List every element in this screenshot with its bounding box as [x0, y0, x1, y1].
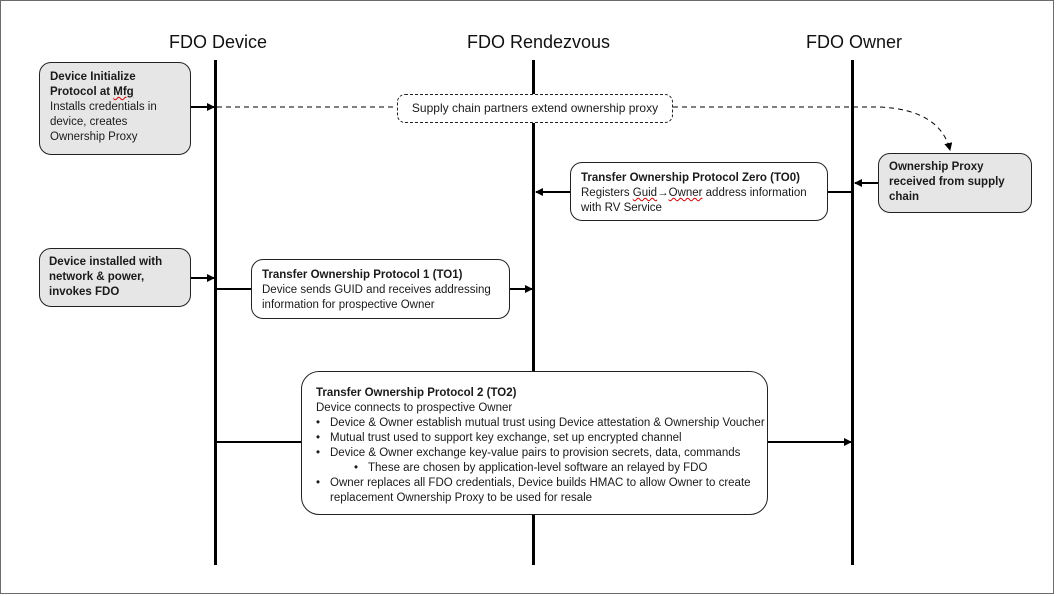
device-initialize-box: Device Initialize Protocol at Mfg Instal…	[39, 62, 191, 155]
to1-line2: information for prospective Owner	[262, 299, 435, 311]
lane-title-device: FDO Device	[169, 32, 268, 52]
proxy-line2: received from supply	[889, 176, 1005, 188]
to2-bullet-3: Device & Owner exchange key-value pairs …	[316, 446, 767, 461]
proxy-line3: chain	[889, 191, 920, 203]
to0-box: Transfer Ownership Protocol Zero (TO0) R…	[570, 162, 828, 221]
to2-intro: Device connects to prospective Owner	[316, 402, 513, 414]
ownership-proxy-received-box: Ownership Proxy received from supply cha…	[878, 153, 1032, 213]
to0-line1: Registers Guid→Owner address information	[581, 186, 827, 201]
supply-chain-box: Supply chain partners extend ownership p…	[397, 94, 673, 123]
di-body-line2: device, creates	[50, 116, 128, 128]
proxy-line1: Ownership Proxy	[889, 161, 984, 173]
lifeline-owner	[851, 60, 854, 565]
to0-arrow-glyph: →	[657, 187, 669, 199]
device-initialize-title-line2: Protocol at Mfg	[50, 85, 190, 100]
di-title-mfg: Mfg	[113, 86, 134, 98]
to2-bullet-4-line2: replacement Ownership Proxy to be used f…	[330, 492, 593, 504]
di-title-prefix: Protocol at	[50, 86, 114, 98]
device-initialize-title-line1: Device Initialize	[50, 71, 136, 83]
to2-bullet-1: Device & Owner establish mutual trust us…	[316, 416, 767, 431]
to0-prefix: Registers	[581, 187, 633, 199]
to2-sub-bullet: These are chosen by application-level so…	[316, 461, 767, 476]
to0-owner: Owner	[668, 187, 703, 199]
to0-line2: with RV Service	[581, 202, 662, 214]
lane-title-rendezvous: FDO Rendezvous	[467, 32, 611, 52]
to2-bullet-list: Device & Owner establish mutual trust us…	[316, 416, 767, 506]
to1-title: Transfer Ownership Protocol 1 (TO1)	[262, 269, 463, 281]
to2-title: Transfer Ownership Protocol 2 (TO2)	[316, 387, 517, 399]
di-body-line1: Installs credentials in	[50, 101, 157, 113]
to2-bullet-2: Mutual trust used to support key exchang…	[316, 431, 767, 446]
lane-title-owner: FDO Owner	[806, 32, 903, 52]
di-body-line3: Ownership Proxy	[50, 131, 138, 143]
installed-line1: Device installed with	[49, 256, 163, 268]
to0-title: Transfer Ownership Protocol Zero (TO0)	[581, 172, 800, 184]
device-installed-box: Device installed with network & power, i…	[39, 248, 191, 307]
lifeline-device	[214, 60, 217, 565]
installed-line2: network & power,	[49, 271, 145, 283]
to2-bullet-4: Owner replaces all FDO credentials, Devi…	[316, 476, 767, 506]
installed-line3: invokes FDO	[49, 286, 120, 298]
to2-bullet-4-line1: Owner replaces all FDO credentials, Devi…	[330, 477, 751, 489]
to2-box: Transfer Ownership Protocol 2 (TO2) Devi…	[301, 371, 768, 515]
to1-line1: Device sends GUID and receives addressin…	[262, 284, 491, 296]
to1-box: Transfer Ownership Protocol 1 (TO1) Devi…	[251, 259, 510, 319]
to0-suffix: address information	[702, 187, 807, 199]
to0-guid: Guid	[632, 187, 658, 199]
dashed-arrow-to-owner	[673, 106, 953, 151]
lifeline-rendezvous	[532, 60, 535, 565]
